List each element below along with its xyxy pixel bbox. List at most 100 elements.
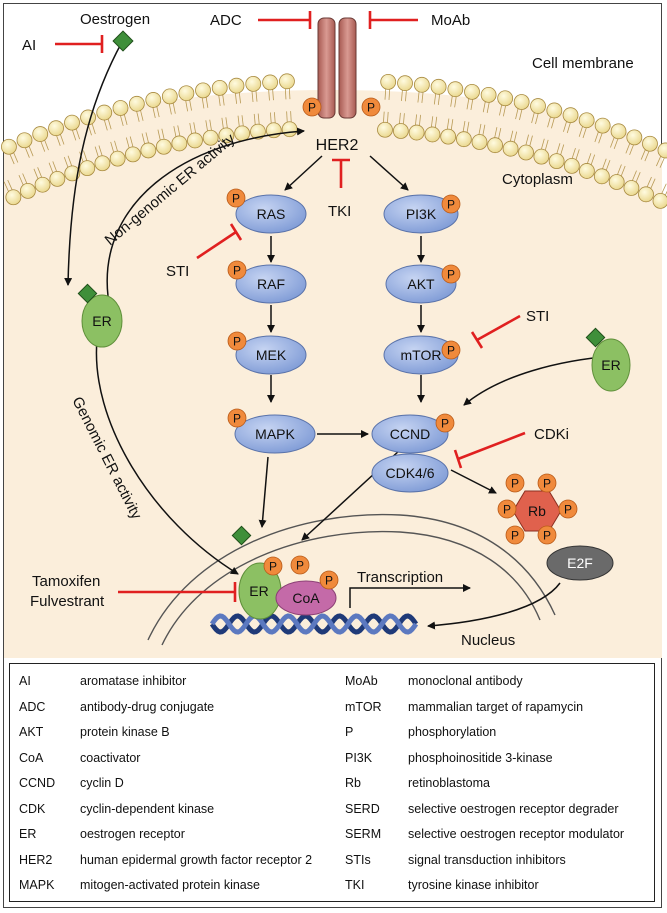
lipid-head [211,79,228,96]
legend-abbr: STIs [345,852,371,867]
lipid-head [471,134,488,150]
label-ai: AI [22,37,36,54]
phospho-circle [227,331,247,351]
lipid-head [530,98,546,114]
lipid-head [424,126,441,143]
sti-mtor-inhibition [476,314,521,342]
phospho-label: P [296,559,304,573]
node-pi3k-label: PI3K [406,206,437,222]
lipid-head [497,90,514,107]
lipid-head [262,74,278,91]
lipid-head [447,81,464,98]
nuclear-envelope [147,513,556,646]
legend-abbr: Rb [345,776,361,790]
coactivator: CoA [275,580,337,616]
legend-abbr: MoAb [345,674,378,688]
lipid-head [80,109,96,126]
label-her2: HER2 [316,137,359,154]
lipid-head [623,180,640,196]
node-mtor-label: mTOR [401,347,442,363]
lipid-head [562,107,579,124]
legend-definition: monoclonal antibody [408,674,523,688]
lipid-head [250,123,266,140]
oestrogen-diamond-icon [231,525,252,546]
lipid-head [245,75,262,92]
node-mapk: MAPK [234,414,316,454]
phospho-label: P [543,529,551,543]
lipid-head [279,73,295,90]
er-cytoplasm-label: ER [92,313,111,329]
lipid-head [657,142,667,159]
lipid-head [480,87,497,103]
lipid-head [487,137,503,154]
node-ras: RAS [235,194,307,234]
legend-abbr: SERD [345,801,380,816]
legend-abbr: PI3K [345,750,373,765]
inhibitor-lines [55,11,526,602]
lipid-head [563,157,580,174]
e2f-factor: E2F [546,545,614,581]
label-transcription: Transcription [357,569,443,586]
legend-definition: retinoblastoma [408,776,490,790]
phospho-label: P [503,503,511,517]
phospho-label: P [233,335,241,349]
lipid-head [546,102,563,119]
label-moab: MoAb [431,12,470,29]
lipid-head [513,94,530,110]
node-ccnd: CCND [371,414,449,454]
lipid-head [109,150,126,167]
lipid-head [171,135,188,152]
activation-arrows [64,41,615,630]
legend-abbr: CoA [19,750,44,765]
lipid-head [626,129,643,146]
er-nucleus: ER [231,525,282,620]
lipid-head [112,100,129,116]
lipid-head [96,104,113,121]
legend-definition: mitogen-activated protein kinase [80,878,260,892]
legend-abbr: AI [19,674,31,688]
legend-abbr: CCND [19,776,56,790]
legend-definition: aromatase inhibitor [80,674,187,688]
legend-abbr: CDK [19,801,46,816]
lipid-head [397,75,413,92]
signaling-diagram: RAS RAF MEK MAPK PI3K AKT mTOR CCND CDK4… [1,11,667,658]
phospho-circle [505,525,525,545]
lipid-head [610,123,627,140]
lipid-head [234,125,251,142]
phospho-circle [302,97,322,117]
lipid-head [408,124,425,141]
phospho-label: P [447,198,455,212]
lipid-head [32,126,49,142]
e2f-label: E2F [567,555,593,571]
node-cdk46: CDK4/6 [371,453,449,493]
er-cytoplasm: ER [77,283,123,348]
lipid-head [64,165,81,182]
lipid-head [608,174,625,190]
node-ras-label: RAS [257,206,286,222]
node-ccnd-label: CCND [390,426,430,442]
lipid-head [638,186,654,203]
legend-abbr: mTOR [345,699,382,714]
lipid-head [578,163,595,179]
phospho-circle [441,264,461,284]
legend-definition: antibody-drug conjugate [80,699,215,714]
phospho-label: P [233,412,241,426]
phospho-circle [263,556,283,576]
phospho-circle [319,570,339,590]
lipid-head [178,85,195,102]
lipid-head [155,138,172,155]
phospho-label: P [511,477,519,491]
node-pi3k: PI3K [383,194,459,234]
node-mek-label: MEK [256,347,287,363]
legend-definition: mammalian target of rapamycin [408,699,584,714]
lipid-head [19,182,36,199]
lipid-head [64,114,80,131]
lipid-head [218,127,235,144]
legend-abbr: HER2 [19,852,53,867]
sti-ras-inhibition [196,230,237,260]
legend-definition: cyclin-dependent kinase [80,801,215,816]
lipid-head [228,77,245,94]
phospho-label: P [232,192,240,206]
lipid-head [49,170,66,187]
